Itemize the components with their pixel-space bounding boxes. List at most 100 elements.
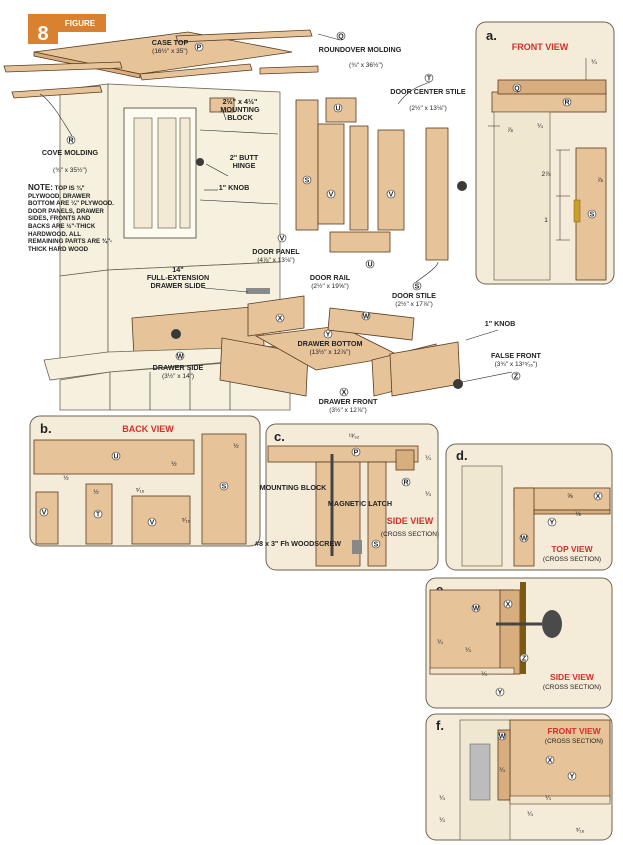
letter-q: Q [338,34,344,41]
cove-molding-strip-front [139,63,253,81]
detail-d-y: Y [550,520,555,527]
exploded-drawer-parts [219,295,463,397]
dim-e-1: ¼ [465,647,471,654]
figure-badge: 8 FIGURE [28,14,106,45]
detail-b-v-2: V [150,520,155,527]
dim-a-0: ¼ [591,59,597,66]
cove-molding-name: COVE MOLDING [42,148,99,157]
hinge-icon [573,199,581,223]
detail-c-screw: #8 x 3" Fh WOODSCREW [255,539,341,548]
detail-c-r: R [403,480,408,487]
part-labels: CASE TOP (16½" x 35") P Q ROUNDOVER MOLD… [39,31,542,414]
knob-callout-2: 1" KNOB [485,319,516,328]
detail-f-y: Y [570,774,575,781]
false-front-knob-icon [453,379,463,389]
door-panel-name: DOOR PANEL [252,247,300,256]
note-block: NOTE: TOP IS ¾" PLYWOOD. DRAWER BOTTOM A… [28,184,114,253]
detail-c-p: P [354,450,359,457]
dim-a-4: 1 [544,217,548,224]
dim-b-3: ⁵⁄₁₆ [136,487,145,494]
letter-u-2: U [367,262,372,269]
case-top-name: CASE TOP [152,38,189,47]
center-stile-name: DOOR CENTER STILE [390,87,466,96]
detail-a-s: S [590,212,595,219]
detail-c-s: S [374,542,379,549]
detail-a-q: Q [514,86,520,93]
dim-b-2: ½ [63,474,69,482]
dim-a-1: ¼ [537,123,543,130]
drawer-front-name: DRAWER FRONT [319,397,378,406]
cove-molding-strip-left [11,85,103,99]
dim-d-0: ⅝ [567,493,573,500]
drawer-bottom-name: DRAWER BOTTOM [298,339,363,348]
detail-d-x: X [596,494,601,501]
detail-e-z: Z [522,656,527,663]
door-stile-left [295,99,319,231]
case-top-size: (16½" x 35") [152,47,188,55]
knob-callout: 1" KNOB [219,183,250,192]
door-center-stile [349,125,369,231]
dim-c-0: ¹³⁄₃₂ [349,433,360,440]
drawer-slide-icon [469,743,491,801]
detail-b-title: BACK VIEW [122,424,174,434]
note-title: NOTE: [28,184,53,192]
drawer-bottom-size: (13½" x 12⅞") [309,348,350,356]
figure-number: 8 [37,23,48,45]
cabinet-body [3,29,319,411]
dim-f-3: ¼ [545,795,551,802]
detail-f-subtitle: (CROSS SECTION) [545,738,603,745]
door-stile-name: DOOR STILE [392,291,436,300]
dim-c-2: ¼ [425,491,431,498]
dim-b-4: ½ [93,488,99,496]
dim-f-4: ⁵⁄₁₆ [576,827,585,834]
exploded-door-parts [295,97,467,261]
mounting-block [209,97,235,113]
dim-f-1: ¼ [439,795,445,802]
magnetic-latch-icon [352,540,362,554]
drawer-side-size: (3½" x 14") [162,372,194,380]
dim-c-1: ¼ [425,455,431,462]
letter-x: X [278,316,283,323]
detail-e-w: W [473,606,480,613]
dim-d-1: ⅛ [575,511,581,518]
detail-f-w: W [499,734,506,741]
detail-a-front-view: a. FRONT VIEW Q R S ¼ ¼ ⅞ 2⅞ 1 ⅞ [475,21,615,285]
dim-f-5: ¼ [439,817,445,824]
detail-c-mounting-block: MOUNTING BLOCK [260,483,327,492]
cove-molding-size: (¾" x 35½") [53,166,87,174]
letter-t: T [427,76,432,83]
detail-c-latch: MAGNETIC LATCH [328,499,392,508]
detail-e-letter: e. [436,582,447,597]
letter-v: V [280,236,285,243]
door-panel-2 [377,129,405,231]
detail-e-title: SIDE VIEW [550,672,595,682]
detail-a-title: FRONT VIEW [512,42,569,52]
figure-label: FIGURE [65,19,96,28]
dim-f-0: ¼ [499,767,505,774]
letter-u: U [335,106,340,113]
dim-a-3: 2⅞ [541,171,551,178]
detail-e-side-view: e. W X Z Y ¼ ¼ ¼ SIDE VIEW (CROSS SECTIO… [425,577,613,709]
detail-f-title: FRONT VIEW [547,726,601,736]
door-rail-size: (2½" x 19⅝") [311,282,349,290]
false-front-name: FALSE FRONT [491,351,542,360]
detail-d-title: TOP VIEW [551,544,593,554]
detail-d-top-view: d. X Y W ⅝ ⅛ TOP VIEW (CROSS SECTION) [445,443,613,571]
letter-w-2: W [363,314,370,321]
letter-v-2: V [329,192,334,199]
door-knob-icon [196,158,204,166]
dim-b-1: ½ [171,460,177,468]
false-front-size: (3¾" x 13¹⁵⁄₁₆") [495,361,538,368]
detail-f-front-view: f. W X Y ¼ ¼ ¼ ¼ ⁵⁄₁₆ ¼ FRONT VIEW (CROS… [425,713,613,841]
roundover-molding-strip [175,29,313,43]
detail-a-r: R [564,100,569,107]
roundover-name: ROUNDOVER MOLDING [319,45,402,54]
detail-e-x: X [506,602,511,609]
drawer-front-size: (3½" x 12⅞") [329,406,367,414]
detail-c-letter: c. [274,429,285,444]
detail-d-w: W [521,536,528,543]
